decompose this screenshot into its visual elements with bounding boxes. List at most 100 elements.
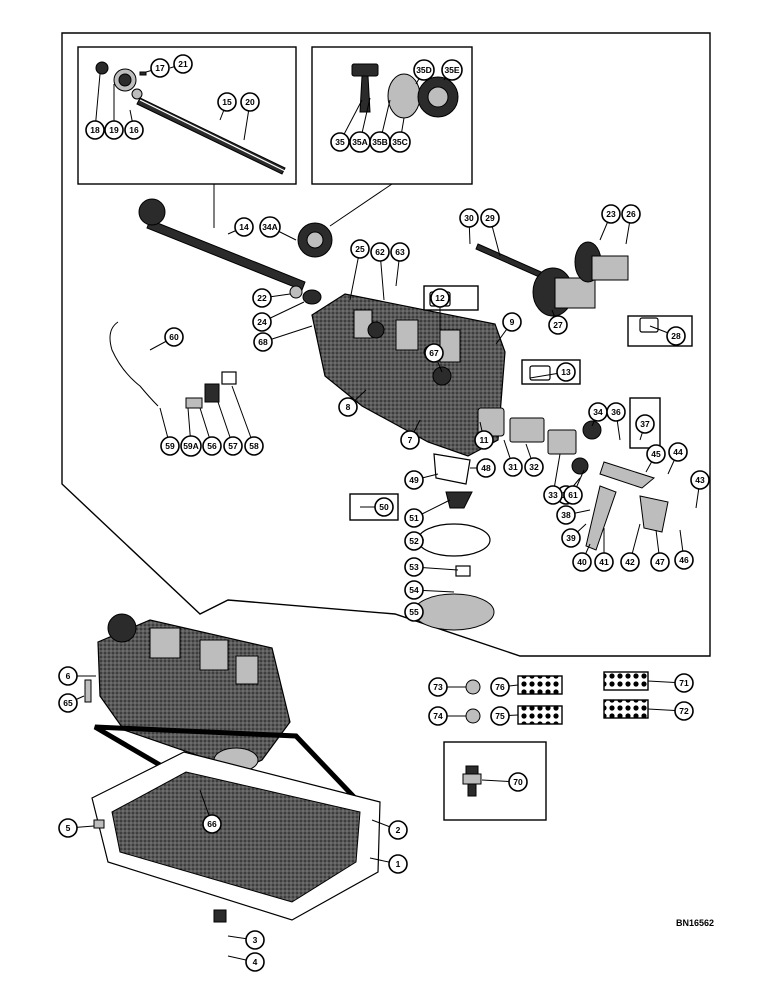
callout-label-7: 7 — [408, 435, 413, 445]
callout-circle-42 — [620, 552, 640, 572]
callout-label-37: 37 — [640, 419, 650, 429]
callout-label-13: 13 — [561, 367, 571, 377]
callout-label-54: 54 — [409, 585, 419, 595]
callout-68: 68 — [253, 325, 313, 352]
callout-layer: 1234567891011121314151617181920212223242… — [58, 54, 710, 972]
callout-49: 49 — [404, 470, 439, 490]
callout-circle-66 — [202, 814, 222, 834]
callout-circle-37 — [635, 414, 655, 434]
callout-label-27: 27 — [553, 320, 563, 330]
callout-46: 46 — [674, 529, 694, 570]
callout-4: 4 — [227, 952, 265, 972]
callout-6: 6 — [58, 666, 96, 686]
callout-label-59a: 59A — [183, 441, 199, 451]
callout-35a: 35A — [349, 97, 371, 153]
callout-circle-71 — [674, 673, 694, 693]
callout-62: 62 — [370, 242, 390, 301]
callout-circle-43 — [690, 470, 710, 490]
main-shaft-art — [138, 198, 333, 305]
callout-circle-32 — [524, 457, 544, 477]
callout-label-14: 14 — [239, 222, 249, 232]
callout-38: 38 — [556, 505, 591, 525]
callout-circle-68 — [253, 332, 273, 352]
callout-circle-8 — [338, 397, 358, 417]
callout-leader-58 — [231, 385, 255, 447]
callout-label-59: 59 — [165, 441, 175, 451]
callout-label-22: 22 — [257, 293, 267, 303]
callout-label-18: 18 — [90, 125, 100, 135]
callout-circle-15 — [217, 92, 237, 112]
callout-28: 28 — [649, 325, 686, 346]
callout-circle-1 — [388, 854, 408, 874]
callout-circle-35 — [330, 132, 350, 152]
callout-circle-14 — [234, 217, 254, 237]
callout-20: 20 — [240, 92, 260, 141]
callout-circle-29 — [480, 208, 500, 228]
callout-circle-55 — [404, 602, 424, 622]
callout-label-50: 50 — [379, 502, 389, 512]
callout-27: 27 — [548, 309, 568, 335]
callout-41: 41 — [594, 528, 614, 572]
callout-circle-23 — [601, 204, 621, 224]
callout-30: 30 — [459, 208, 479, 245]
callout-label-67: 67 — [429, 348, 439, 358]
callout-label-73: 73 — [433, 682, 443, 692]
callout-label-36: 36 — [611, 407, 621, 417]
callout-2: 2 — [371, 819, 408, 840]
callout-44: 44 — [667, 442, 688, 475]
washer-card-72 — [603, 699, 649, 719]
callout-31: 31 — [503, 439, 523, 477]
callout-label-4: 4 — [253, 957, 258, 967]
plug-box — [443, 741, 547, 821]
callout-label-66: 66 — [207, 819, 217, 829]
callout-circle-17 — [150, 58, 170, 78]
callout-label-16: 16 — [129, 125, 139, 135]
callout-21: 21 — [169, 54, 193, 74]
callout-circle-63 — [390, 242, 410, 262]
callout-3: 3 — [227, 930, 265, 950]
callout-40: 40 — [572, 543, 592, 572]
callout-label-24: 24 — [257, 317, 267, 327]
callout-label-57: 57 — [228, 441, 238, 451]
callout-35: 35 — [330, 99, 363, 152]
callout-label-74: 74 — [433, 711, 443, 721]
callout-circle-65 — [58, 693, 78, 713]
callout-35d: 35D — [413, 59, 435, 85]
callout-59: 59 — [159, 407, 180, 456]
callout-label-46: 46 — [679, 555, 689, 565]
callout-circle-40 — [572, 552, 592, 572]
callout-66: 66 — [199, 789, 222, 834]
callout-15: 15 — [217, 92, 237, 121]
callout-label-3: 3 — [253, 935, 258, 945]
callout-circle-52 — [404, 531, 424, 551]
callout-circle-41 — [594, 552, 614, 572]
callout-label-38: 38 — [561, 510, 571, 520]
callout-label-34a: 34A — [262, 222, 278, 232]
callout-circle-58 — [244, 436, 264, 456]
callout-76: 76 — [490, 677, 519, 697]
callout-label-44: 44 — [673, 447, 683, 457]
callout-label-17: 17 — [155, 63, 165, 73]
gear-housing-art — [311, 293, 506, 457]
callout-circle-13 — [556, 362, 576, 382]
plug-art — [462, 765, 482, 797]
callout-73: 73 — [428, 677, 466, 697]
callout-circle-62 — [370, 242, 390, 262]
callout-circle-36 — [606, 402, 626, 422]
callout-label-48: 48 — [481, 463, 491, 473]
callout-label-35e: 35E — [444, 65, 459, 75]
callout-circle-46 — [674, 550, 694, 570]
callout-label-35a: 35A — [352, 137, 368, 147]
callout-14: 14 — [227, 217, 254, 237]
washer-card-75 — [517, 705, 563, 725]
callout-circle-34a — [259, 216, 281, 238]
callout-circle-59 — [160, 436, 180, 456]
callout-circle-3 — [245, 930, 265, 950]
washer-card-71 — [603, 671, 649, 691]
callout-circle-59a — [180, 435, 202, 457]
callout-52: 52 — [404, 531, 425, 551]
callout-circle-54 — [404, 580, 424, 600]
washer-74 — [465, 708, 481, 724]
callout-circle-11 — [474, 430, 494, 450]
callout-circle-76 — [490, 677, 510, 697]
